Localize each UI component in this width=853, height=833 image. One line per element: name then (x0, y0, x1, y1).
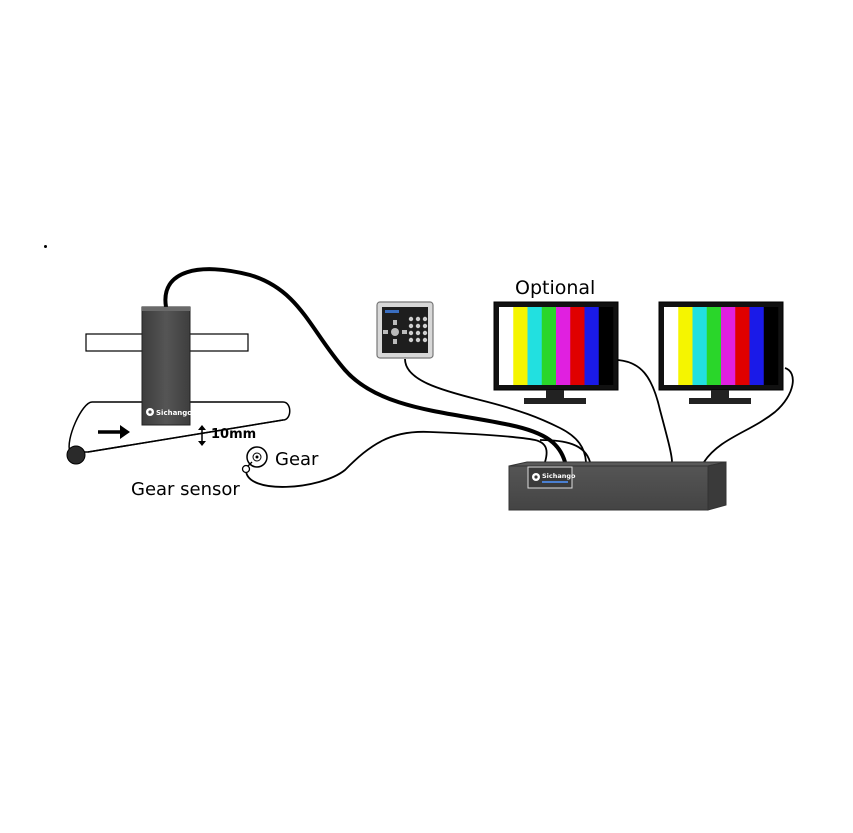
keypad-icon (376, 301, 434, 359)
monitor-1-cable (617, 359, 673, 463)
monitor-1-bar-3 (527, 307, 543, 385)
keypad-cable (404, 358, 587, 463)
conveyor-belt (66, 401, 291, 465)
optional-label: Optional (515, 277, 596, 299)
monitor-1-bar-5 (556, 307, 571, 385)
controller-brand: Sichango (542, 472, 576, 480)
monitor-2-bar-3 (692, 307, 708, 385)
monitor-2-color-bars (664, 307, 779, 385)
camera-cable (163, 267, 567, 463)
conveyor-roller (66, 445, 86, 465)
monitor-1-bar-8 (598, 307, 614, 385)
monitor-1-bar-6 (570, 307, 585, 385)
arrow-right-icon (98, 425, 130, 439)
monitor-1-color-bars (499, 307, 614, 385)
gear-label: Gear (275, 449, 319, 470)
height-indicator-icon (198, 425, 206, 446)
monitor-2-bar-1 (664, 307, 679, 385)
monitor-2-cable (703, 367, 794, 463)
controller-box: Sichango (508, 461, 727, 511)
monitor-2-bar-4 (706, 307, 722, 385)
gear-sensor (241, 461, 253, 474)
gear-sensor-cable (245, 430, 548, 488)
monitor-1-bar-2 (513, 307, 528, 385)
monitor-1 (493, 301, 619, 404)
camera-logo-icon (146, 408, 154, 416)
camera-brand: Sichango (156, 409, 192, 417)
camera-unit: Sichango (141, 306, 192, 426)
monitor-2-bar-7 (749, 307, 765, 385)
height-label: 10mm (211, 427, 257, 442)
cables (163, 267, 794, 488)
monitor-1-bar-4 (541, 307, 557, 385)
monitor-2-bar-8 (763, 307, 779, 385)
monitor-2-bar-2 (678, 307, 693, 385)
monitor-1-bar-7 (584, 307, 600, 385)
monitor-2-bar-5 (721, 307, 736, 385)
aux-cable (539, 439, 591, 463)
monitor-1-bar-1 (499, 307, 514, 385)
stray-dot (44, 245, 47, 248)
monitor-2-bar-6 (735, 307, 750, 385)
monitor-2 (658, 301, 784, 404)
controller-logo-icon (532, 473, 540, 481)
gear-sensor-label: Gear sensor (131, 479, 240, 500)
